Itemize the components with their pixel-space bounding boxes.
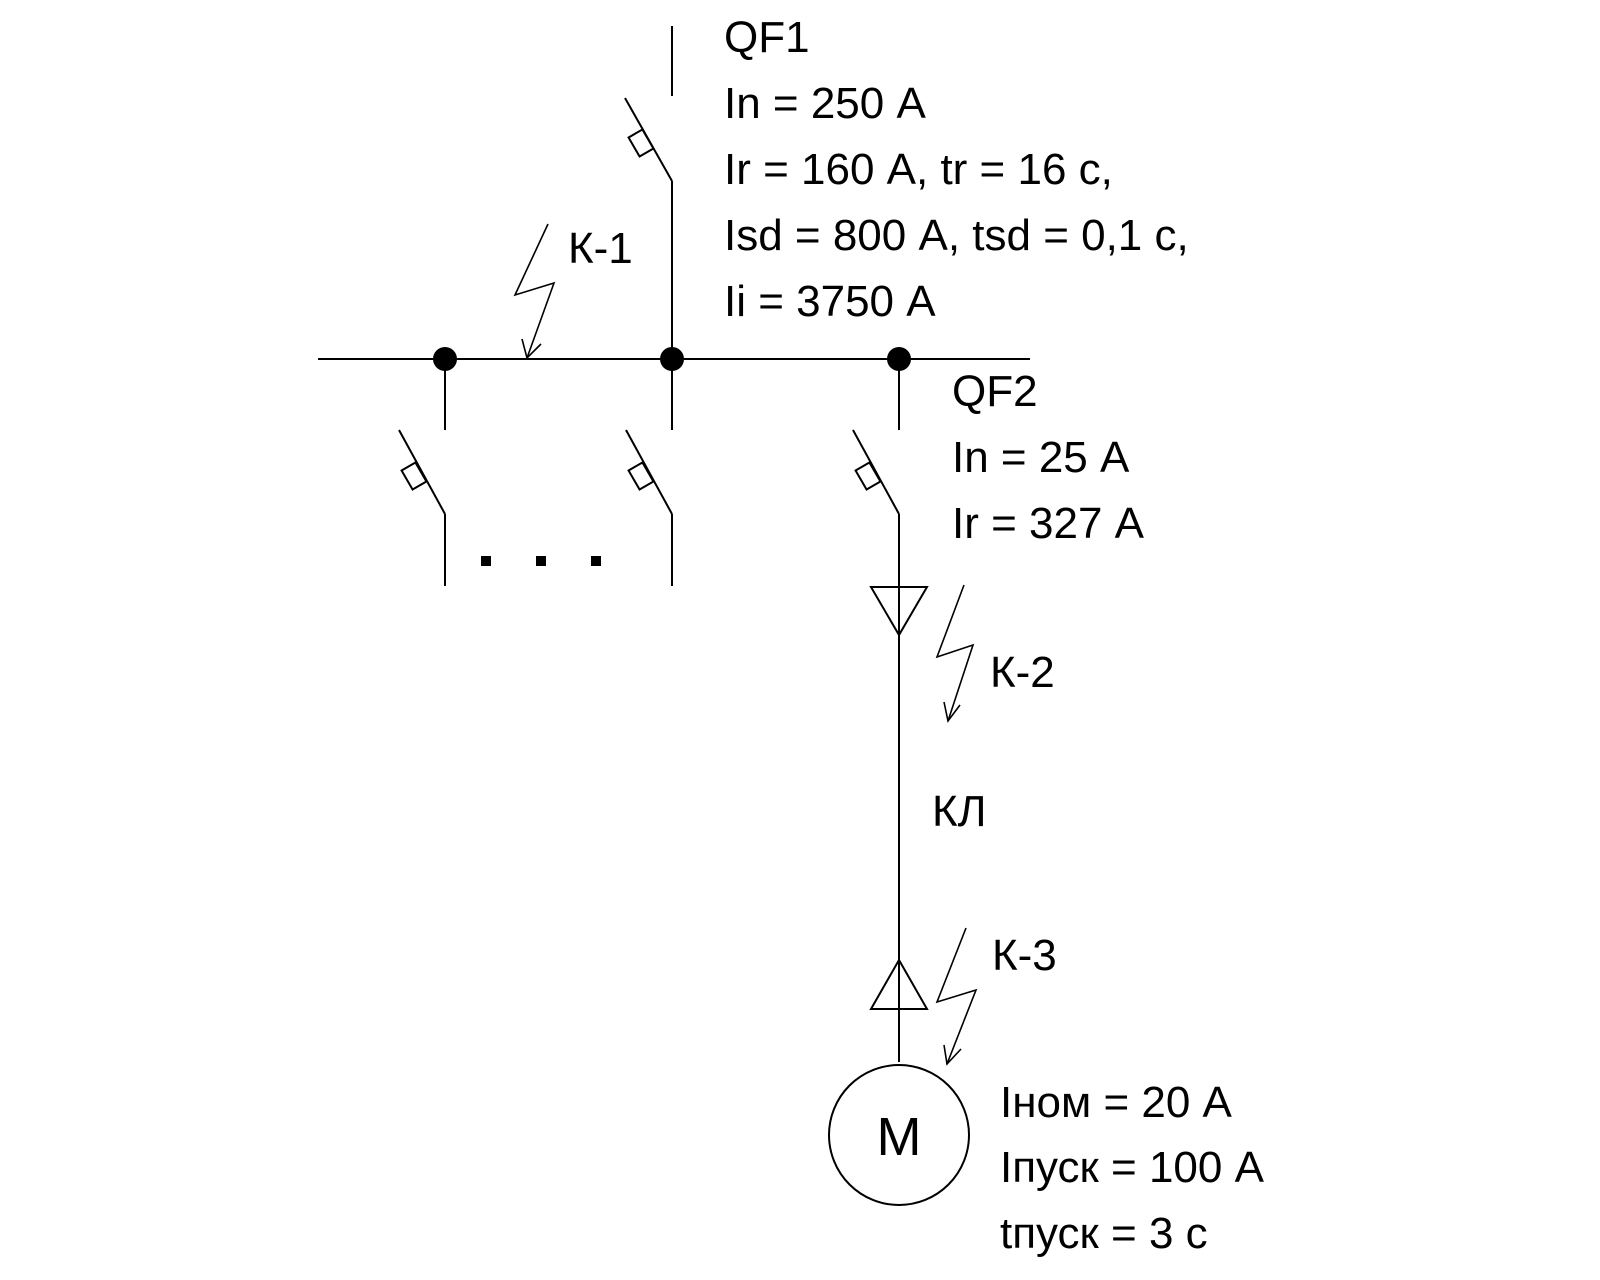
motor-label-block: Iном = 20 А Iпуск = 100 А tпуск = 3 с bbox=[1000, 1078, 1265, 1258]
fault-k1-arrowhead bbox=[521, 338, 542, 360]
qf2-release-element bbox=[854, 461, 882, 491]
qf1-breaker-symbol bbox=[624, 97, 673, 182]
busbar bbox=[318, 347, 1030, 371]
cable-label: КЛ bbox=[932, 787, 987, 836]
fault-k2-label: К-2 bbox=[990, 648, 1055, 697]
qf1-release-element bbox=[627, 128, 655, 158]
qf1-param-ii: Ii = 3750 А bbox=[724, 277, 936, 326]
fault-k1-zigzag bbox=[513, 223, 556, 359]
motor-circle bbox=[828, 1064, 970, 1206]
fault-k2-symbol bbox=[935, 584, 975, 723]
qf1-label-block: QF1 In = 250 А Ir = 160 А, tr = 16 с, Is… bbox=[724, 13, 1189, 326]
cable-termination-top bbox=[869, 586, 929, 637]
motor-param-ipusk: Iпуск = 100 А bbox=[1000, 1143, 1265, 1192]
fault-k3-arrowhead bbox=[943, 1044, 962, 1066]
qf2-name: QF2 bbox=[952, 367, 1038, 416]
fault-k2-arrowhead bbox=[943, 701, 961, 723]
fault-k2-zigzag bbox=[935, 584, 975, 722]
qf2-param-in: In = 25 А bbox=[952, 433, 1130, 482]
qf2-label-block: QF2 In = 25 А Ir = 327 А bbox=[952, 367, 1145, 548]
qf1-param-ir: Ir = 160 А, tr = 16 с, bbox=[724, 145, 1113, 194]
cable-termination-bottom bbox=[869, 957, 929, 1010]
qf1-param-in: In = 250 А bbox=[724, 79, 926, 128]
qf1-name: QF1 bbox=[724, 13, 810, 62]
fault-k1-label: К-1 bbox=[568, 224, 633, 273]
fault-k1-symbol bbox=[513, 223, 556, 360]
fault-k3-label: К-3 bbox=[992, 931, 1057, 980]
fault-k3-symbol bbox=[935, 927, 978, 1066]
ellipsis-dot-3 bbox=[591, 556, 601, 566]
motor-symbol: M bbox=[828, 1064, 970, 1206]
outgoing-feeder-1 bbox=[398, 359, 446, 586]
qf2-param-ir: Ir = 327 А bbox=[952, 499, 1145, 548]
fault-k3-zigzag bbox=[935, 927, 978, 1065]
feeder1-release-element bbox=[400, 461, 428, 491]
motor-letter: M bbox=[877, 1107, 922, 1167]
motor-param-inom: Iном = 20 А bbox=[1000, 1078, 1233, 1127]
outgoing-feeder-2 bbox=[625, 359, 673, 586]
motor-param-tpusk: tпуск = 3 с bbox=[1000, 1209, 1208, 1258]
more-feeders-ellipsis bbox=[481, 556, 601, 566]
ellipsis-dot-2 bbox=[536, 556, 546, 566]
qf1-param-isd: Isd = 800 А, tsd = 0,1 с, bbox=[724, 211, 1189, 260]
feeder2-release-element bbox=[627, 461, 655, 491]
qf2-breaker-symbol bbox=[852, 429, 900, 515]
ellipsis-dot-1 bbox=[481, 556, 491, 566]
